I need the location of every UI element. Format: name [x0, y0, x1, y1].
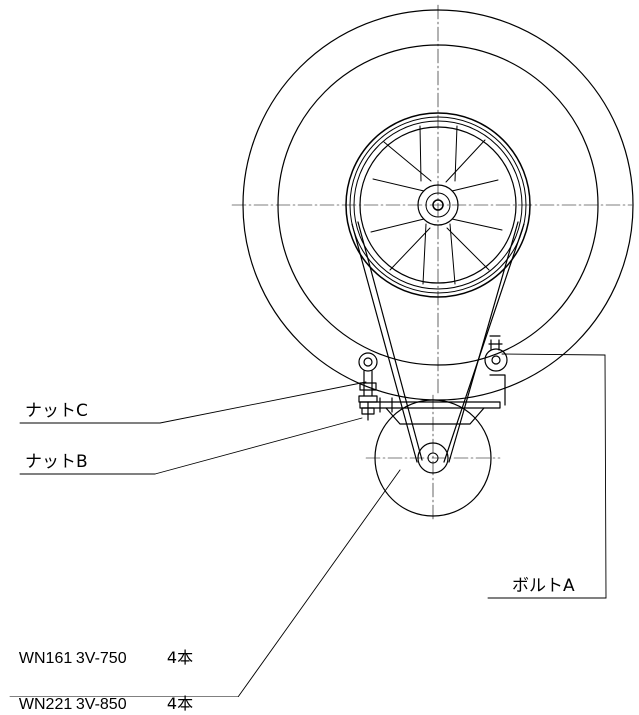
label-nut-c: ナットC: [25, 401, 88, 421]
label-nut-b: ナットB: [25, 452, 88, 472]
leader-lines: [9, 353, 607, 697]
belt-model-name: WN161: [18, 650, 73, 667]
v-belts: [351, 221, 525, 463]
motor-pulley: [374, 399, 492, 517]
belt-quantity: 4本: [166, 648, 194, 667]
inner-wheel: [277, 44, 599, 366]
belt-spec: 3V-750: [75, 650, 127, 667]
bolt-a-assembly: [484, 335, 508, 372]
belt-model-name: WN221: [18, 696, 73, 713]
motor-bracket: [359, 374, 506, 425]
large-pulley: [345, 112, 531, 298]
belt-drive-diagram: [9, 4, 634, 697]
label-bolt-a: ボルトA: [512, 576, 575, 596]
eye-bolt-left: [358, 352, 378, 421]
belt-spec: 3V-850: [75, 696, 127, 713]
belt-quantity: 4本: [166, 694, 194, 713]
